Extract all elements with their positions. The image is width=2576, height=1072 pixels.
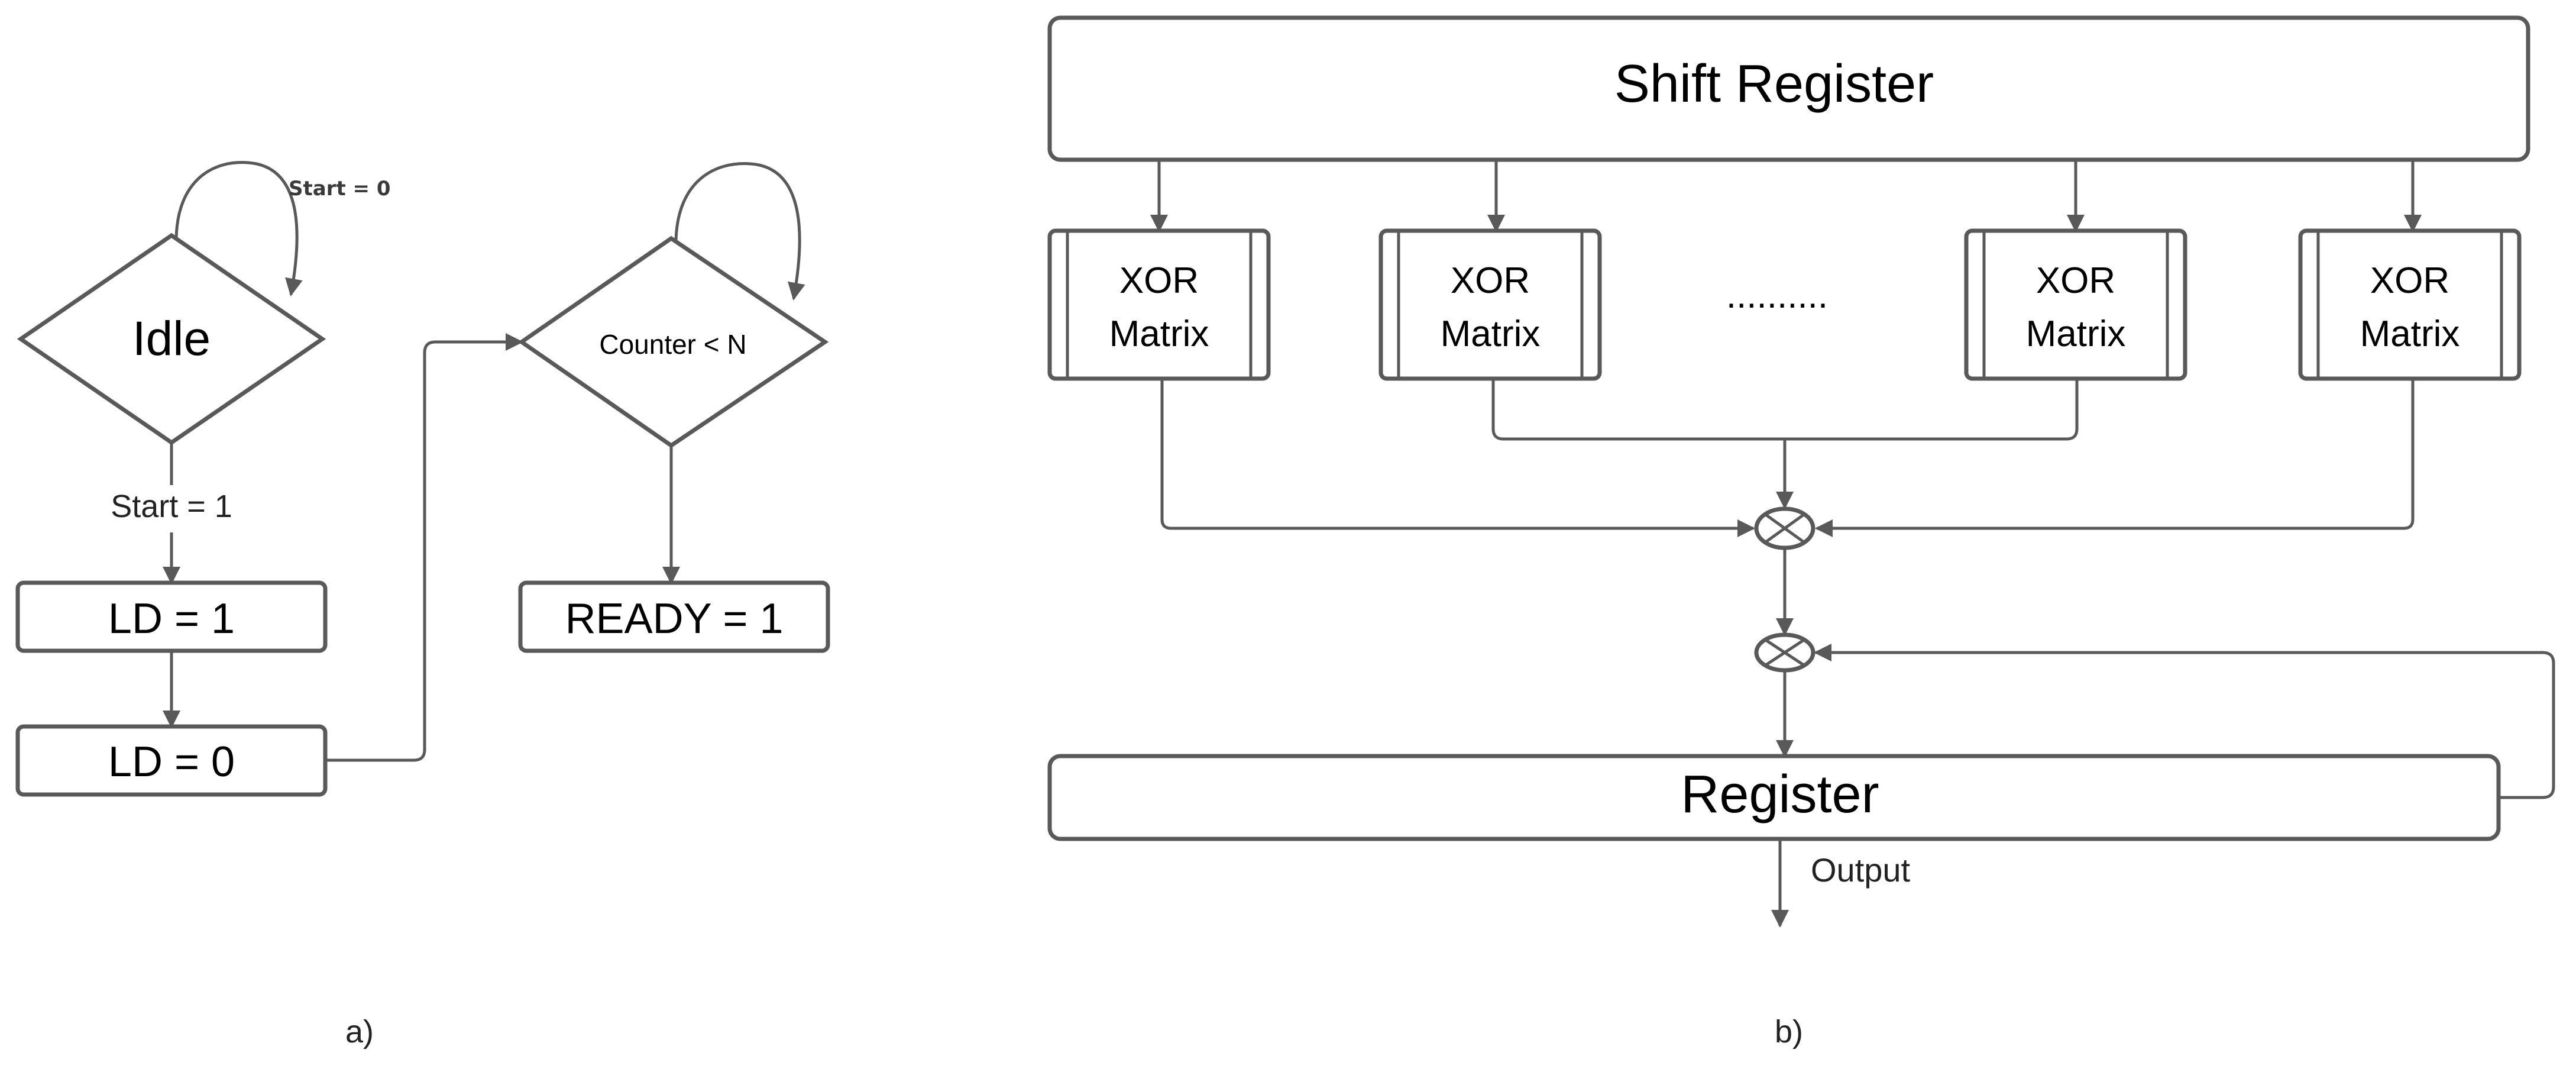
panel-a: Idle Start = 0 Start = 1 LD = 1 LD = 0 C…	[15, 161, 830, 1050]
register-label: Register	[1681, 765, 1879, 824]
start-one-label-bg	[95, 485, 248, 532]
idle-self-loop	[174, 161, 303, 296]
xor2-xor3-merge-line	[1491, 379, 2079, 441]
xor-matrix-2-line2: Matrix	[1441, 314, 1541, 354]
output-label: Output	[1811, 851, 1911, 889]
panel-b: Shift Register XOR Matrix XOR Matrix ...…	[1047, 15, 2555, 1050]
shift-register-label: Shift Register	[1614, 54, 1934, 114]
xor-matrix-1-line1: XOR	[1119, 260, 1199, 301]
counter-self-loop	[674, 162, 805, 301]
xor-matrix-3-line2: Matrix	[2026, 314, 2126, 354]
xor-matrix-3: XOR Matrix	[1964, 228, 2187, 381]
xor-matrix-4: XOR Matrix	[2298, 228, 2522, 381]
ld-zero-label: LD = 0	[108, 738, 235, 786]
ld0-to-counter-arrow	[325, 333, 523, 762]
ld-one-label: LD = 1	[108, 595, 235, 642]
register-feedback-arrow	[1814, 644, 2555, 799]
xor-matrix-1: XOR Matrix	[1047, 228, 1271, 381]
xor-matrix-2-line1: XOR	[1451, 260, 1530, 301]
combiner-1-symbol	[1754, 506, 1816, 550]
start-zero-label: Start = 0	[289, 177, 391, 201]
xor-matrix-4-line2: Matrix	[2360, 314, 2460, 354]
xor1-to-combiner-arrow	[1160, 379, 1755, 537]
xor-matrix-3-line1: XOR	[2036, 260, 2115, 301]
xor-matrix-2: XOR Matrix	[1378, 228, 1602, 381]
ready-label: READY = 1	[565, 595, 784, 642]
start-one-label: Start = 1	[111, 489, 232, 524]
ready-box	[518, 580, 830, 653]
counter-label: Counter < N	[599, 329, 746, 360]
panel-b-caption: b)	[1775, 1014, 1803, 1050]
combiner-2-symbol	[1754, 632, 1816, 673]
shift-register-box	[1047, 15, 2530, 162]
xor-matrix-1-line2: Matrix	[1109, 314, 1209, 354]
idle-label: Idle	[132, 312, 211, 366]
ellipsis: ..........	[1726, 275, 1828, 316]
xor4-to-combiner-arrow	[1815, 379, 2415, 537]
panel-a-caption: a)	[345, 1014, 374, 1050]
xor-matrix-4-line1: XOR	[2370, 260, 2449, 301]
